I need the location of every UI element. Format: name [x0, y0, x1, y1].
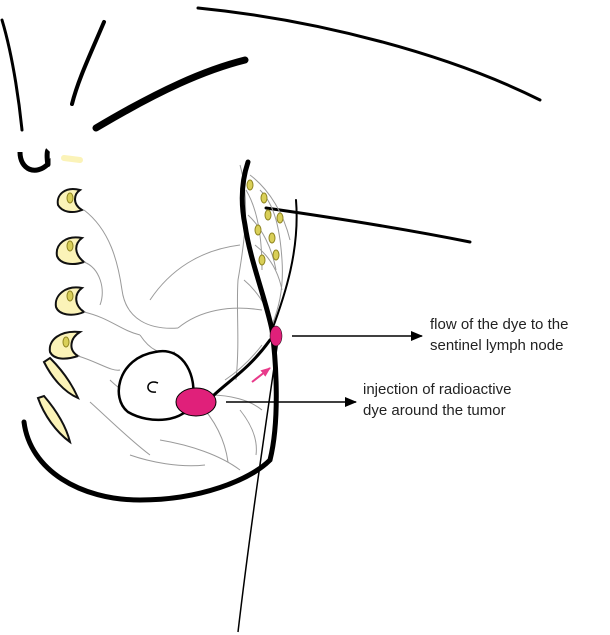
lymph-node — [264, 209, 272, 221]
body-side-line — [237, 339, 279, 633]
sternum-tick — [61, 155, 83, 163]
sentinel-lymph-node — [269, 325, 283, 347]
lymph-nodes — [62, 179, 284, 348]
rib — [36, 394, 72, 445]
flow-callout-line-2: sentinel lymph node — [430, 337, 564, 354]
clavicle-line — [92, 56, 249, 132]
dye-flow-arrow — [251, 367, 271, 383]
lymph-node — [246, 179, 254, 191]
injection-callout-line-2: dye around the tumor — [363, 402, 506, 419]
flow-callout-line-1: flow of the dye to the — [430, 316, 569, 333]
dye-vessel — [212, 338, 272, 397]
breast-outline — [21, 159, 279, 503]
lymph-node — [66, 240, 74, 252]
lymph-node — [276, 212, 284, 224]
lymph-node — [258, 254, 266, 266]
lymph-node — [66, 290, 74, 302]
lymph-node — [260, 192, 268, 204]
ribs — [36, 188, 87, 445]
shoulder-line — [196, 6, 542, 102]
neck-left-line — [0, 18, 24, 132]
lymph-node — [254, 224, 262, 236]
lymph-node — [272, 249, 280, 261]
lymph-node — [62, 336, 70, 348]
injection-dye — [175, 387, 217, 417]
nipple — [147, 381, 159, 393]
rib — [42, 356, 80, 400]
breast-outline-inner — [271, 199, 298, 331]
neck-right-line — [70, 20, 106, 106]
sternum-notch — [17, 148, 51, 173]
lymph-node — [66, 192, 74, 204]
injection-callout-line-1: injection of radioactive — [363, 381, 512, 398]
injection-callout-label: injection of radioactive dye around the … — [363, 379, 511, 421]
tumor — [117, 349, 195, 422]
flow-callout-label: flow of the dye to the sentinel lymph no… — [430, 314, 568, 356]
lymph-node — [268, 232, 276, 244]
lymph-vessels — [77, 164, 291, 471]
